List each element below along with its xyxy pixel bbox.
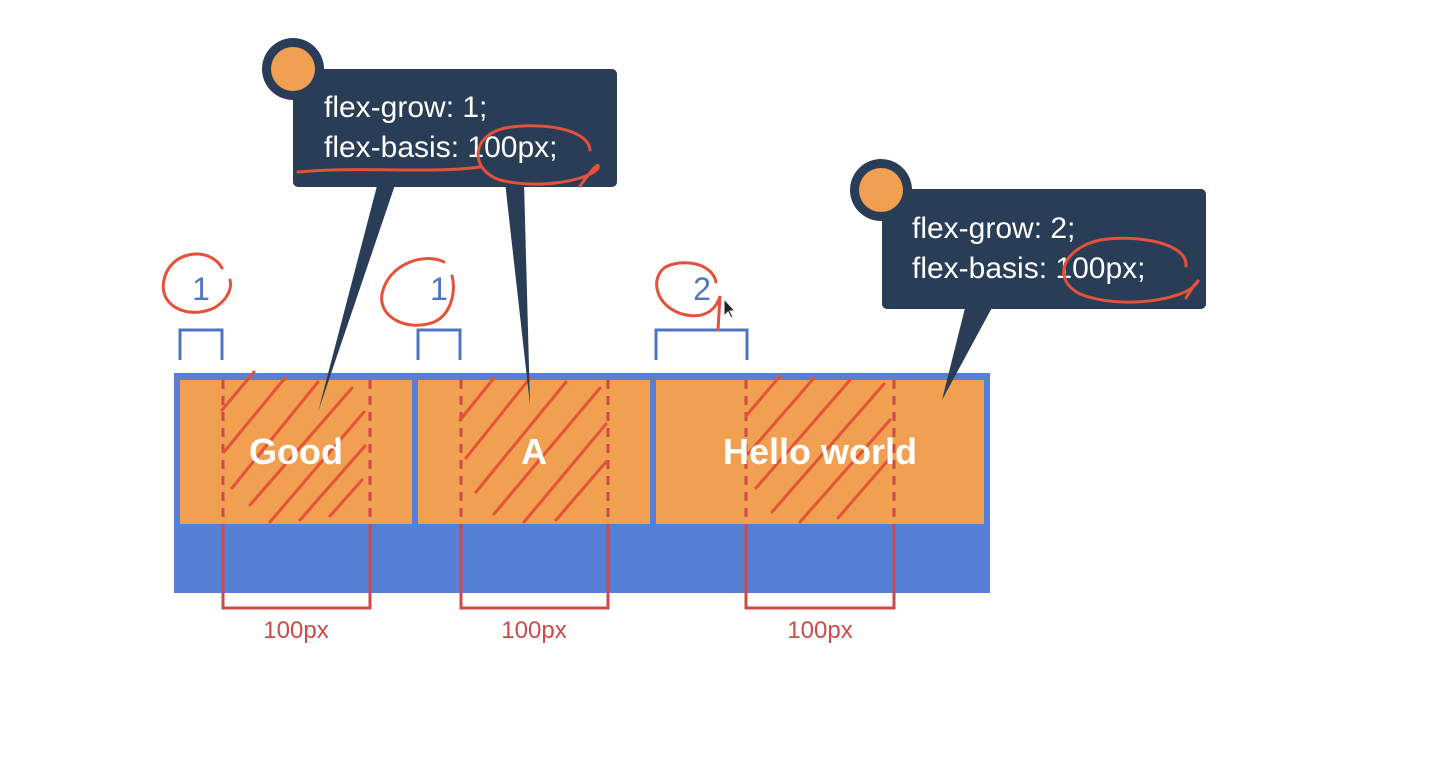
basis-hatching — [220, 370, 892, 524]
flex-item-a — [418, 380, 650, 524]
item-label-hello-world: Hello world — [723, 431, 917, 472]
tooltip-grow-2: flex-grow: 2; flex-basis: 100px; — [850, 159, 1206, 400]
tooltip-pointer-good — [318, 182, 396, 412]
item-label-good: Good — [249, 431, 343, 472]
basis-brackets — [221, 524, 896, 610]
grow-value-hello-world: 2 — [693, 271, 711, 307]
tooltip-line-basis-prefix: flex-basis: — [324, 131, 467, 164]
tooltip-line-grow: flex-grow: 1; — [324, 91, 487, 124]
tooltip-line-grow: flex-grow: 2; — [912, 212, 1075, 245]
circle-annotation-basis-1 — [476, 124, 600, 188]
grow-brackets — [178, 328, 749, 360]
tooltip-line-basis-value: 100px; — [467, 131, 557, 164]
tooltip-pointer-hello-world — [942, 304, 994, 400]
basis-label-good: 100px — [263, 617, 328, 644]
grow-circle-annotations — [161, 252, 722, 332]
basis-label-a: 100px — [501, 617, 566, 644]
tooltip-grow-1: flex-grow: 1; flex-basis: 100px; — [262, 38, 617, 412]
svg-text:flex-basis: 100px;: flex-basis: 100px; — [912, 252, 1145, 285]
grow-value-a: 1 — [430, 271, 448, 307]
basis-label-hello-world: 100px — [787, 617, 852, 644]
circle-annotation-basis-2 — [1062, 236, 1200, 304]
underline-annotation — [296, 165, 482, 174]
tooltip-box — [882, 189, 1206, 309]
grow-value-good: 1 — [192, 271, 210, 307]
mouse-cursor-icon — [723, 297, 737, 319]
tooltip-box — [293, 69, 617, 187]
tooltip-line-basis-prefix: flex-basis: — [912, 252, 1055, 285]
item-label-a: A — [521, 431, 547, 472]
svg-text:flex-basis: 100px;: flex-basis: 100px; — [324, 131, 557, 164]
tooltip-pointer-a — [505, 182, 530, 405]
